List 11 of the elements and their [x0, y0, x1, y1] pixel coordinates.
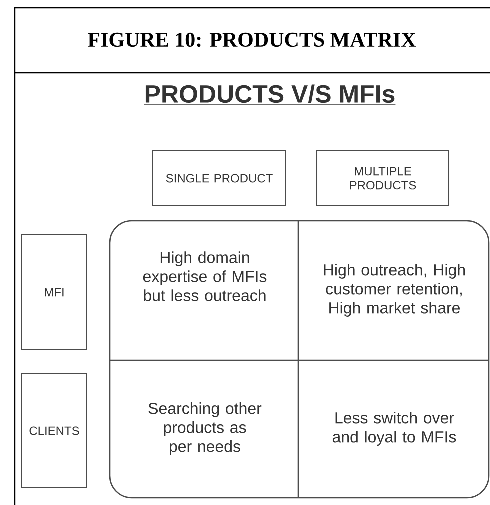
header-box: MFI — [22, 234, 88, 350]
cell-text: Less switch over and loyal to MFIs — [332, 412, 456, 446]
header-box: CLIENTS — [22, 374, 88, 488]
matrix-box — [109, 220, 490, 499]
cell-text: Searching other products as per needs — [148, 402, 262, 456]
subtitle: PRODUCTS V/S MFIs — [144, 84, 396, 105]
header-box: SINGLE PRODUCT — [152, 150, 286, 206]
header-box: MULTIPLE PRODUCTS — [316, 150, 450, 206]
cell-text: High domain expertise of MFIs but less outreach — [143, 252, 267, 302]
title-box: FIGURE 10: PRODUCTS MATRIX — [14, 7, 490, 74]
cell-text: High outreach, High customer retention, High market share — [324, 264, 466, 317]
